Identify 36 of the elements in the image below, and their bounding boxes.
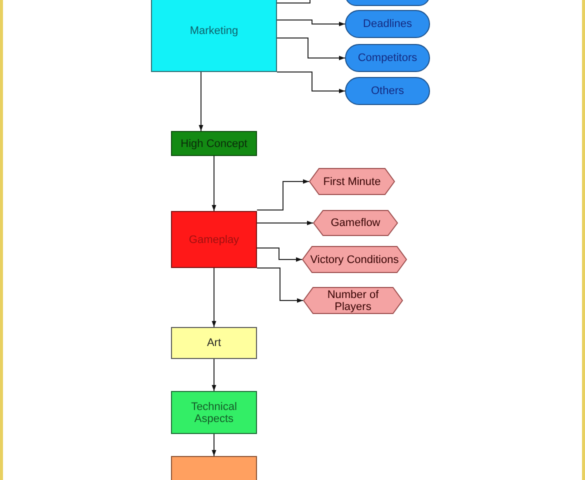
connector-arrow bbox=[198, 72, 204, 132]
connector-arrow bbox=[276, 38, 346, 60]
process-box bbox=[171, 211, 257, 268]
node-label: Deadlines bbox=[362, 18, 413, 30]
node-label: Competitors bbox=[356, 52, 418, 64]
connector-arrow bbox=[212, 268, 216, 328]
connector-arrow bbox=[212, 156, 216, 212]
connector-arrow bbox=[256, 248, 302, 262]
connector-arrow bbox=[212, 358, 216, 392]
connector-arrow bbox=[256, 268, 304, 303]
hexagon-box bbox=[302, 246, 407, 273]
topic-pill bbox=[345, 77, 430, 105]
hexagon-box bbox=[309, 168, 395, 195]
process-box bbox=[151, 0, 277, 72]
hexagon-box bbox=[313, 210, 398, 236]
node-label: Others bbox=[370, 85, 405, 97]
hexagon-box bbox=[303, 287, 403, 314]
process-box bbox=[171, 131, 257, 156]
connector-arrow bbox=[256, 179, 310, 210]
node-label: Gameflow bbox=[330, 217, 382, 229]
node-label: Gameplay bbox=[188, 234, 240, 246]
process-box bbox=[171, 391, 257, 434]
process-box bbox=[171, 327, 257, 359]
connector-arrow bbox=[212, 434, 216, 456]
connector-arrow bbox=[256, 220, 314, 226]
node-label: Technical Aspects bbox=[190, 400, 238, 424]
connector-arrow bbox=[276, 72, 346, 94]
node-label: Art bbox=[206, 337, 222, 349]
topic-pill bbox=[345, 10, 430, 38]
topic-pill bbox=[345, 44, 430, 72]
connector-arrow bbox=[276, 20, 346, 26]
node-label: First Minute bbox=[322, 176, 382, 188]
node-label: Victory Conditions bbox=[309, 254, 400, 266]
node-label: Number of Players bbox=[326, 288, 380, 312]
node-label: Marketing bbox=[188, 25, 240, 37]
node-label: High Concept bbox=[180, 138, 248, 150]
